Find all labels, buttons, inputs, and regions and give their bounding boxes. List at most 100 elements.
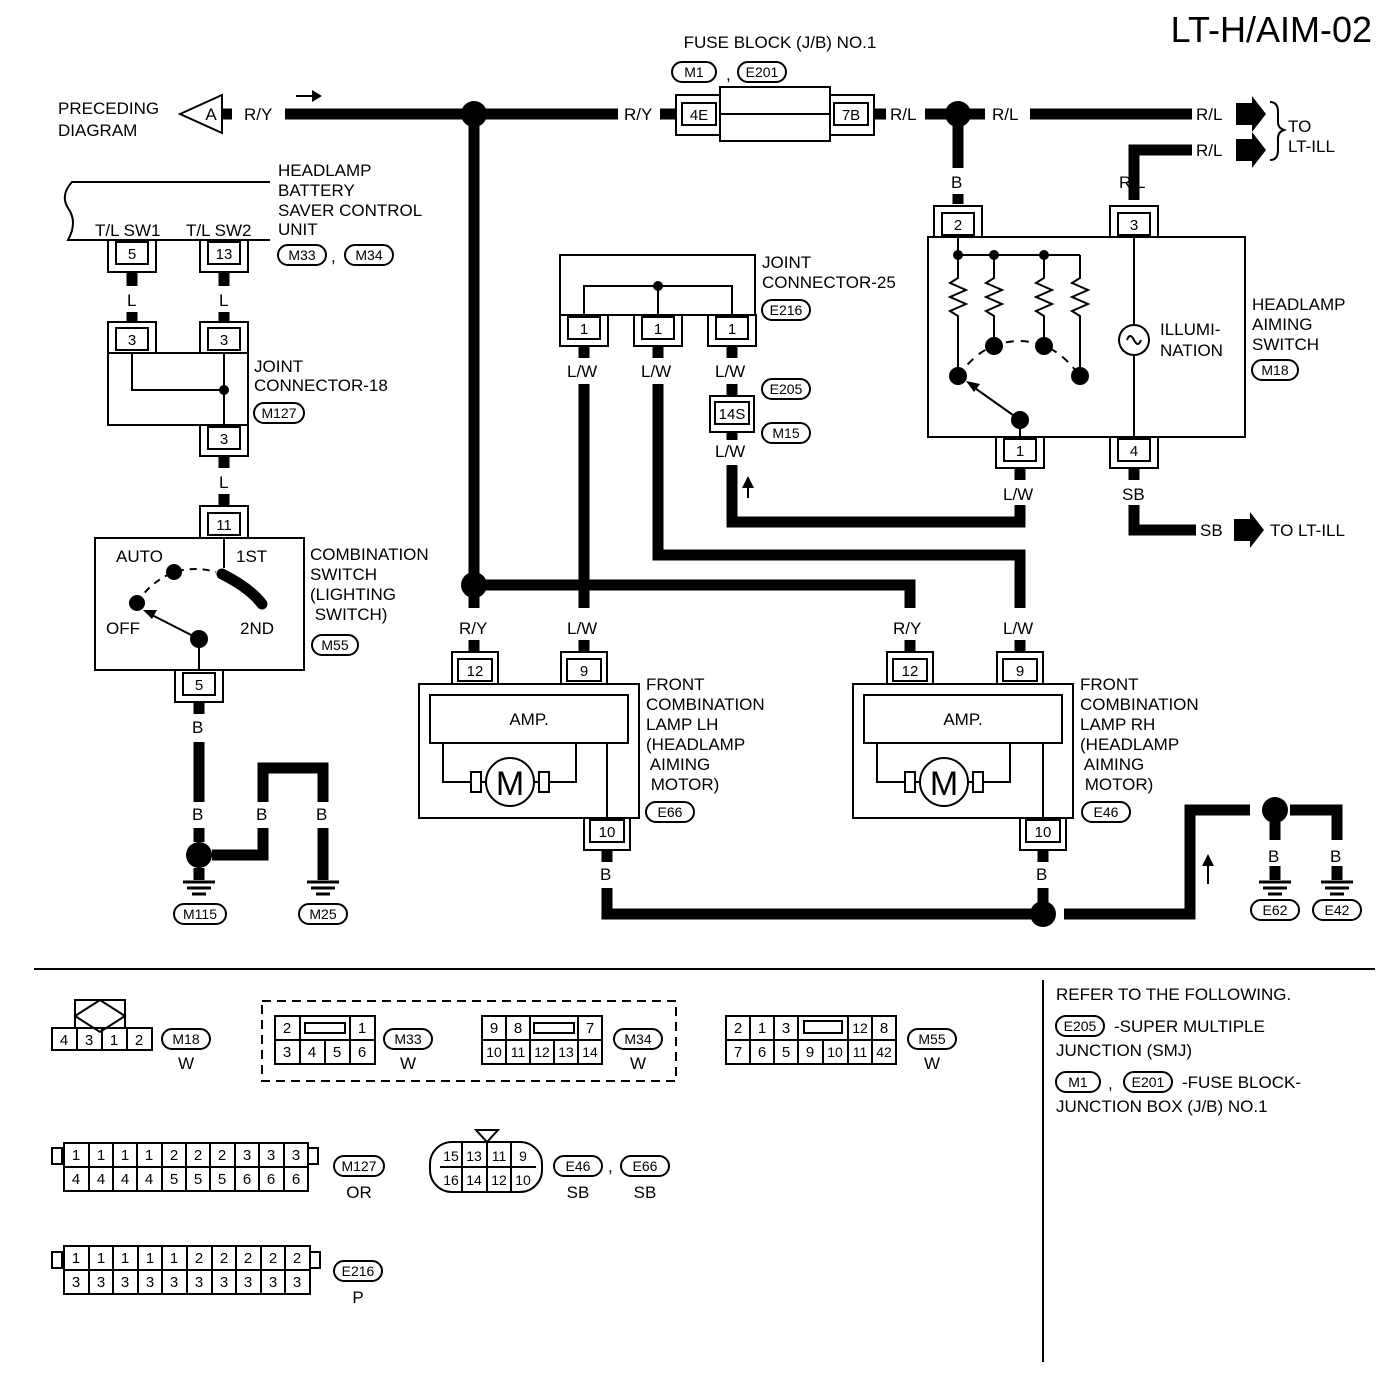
svg-text:R/L: R/L xyxy=(1196,105,1222,124)
svg-text:E205: E205 xyxy=(1064,1018,1097,1034)
svg-text:4: 4 xyxy=(97,1171,105,1188)
svg-text:E216: E216 xyxy=(342,1263,375,1279)
svg-text:L: L xyxy=(219,473,228,492)
svg-text:E66: E66 xyxy=(658,804,683,820)
svg-text:1: 1 xyxy=(121,1147,129,1164)
svg-text:3: 3 xyxy=(121,1274,129,1291)
svg-text:W: W xyxy=(178,1054,194,1073)
svg-text:3: 3 xyxy=(283,1044,291,1061)
svg-text:5: 5 xyxy=(218,1171,226,1188)
svg-text:L: L xyxy=(219,291,228,310)
svg-text:10: 10 xyxy=(827,1044,843,1060)
connector-face-m127: 1 1 1 1 2 2 2 3 3 3 4 4 4 4 5 5 5 6 6 6 … xyxy=(51,1142,385,1202)
svg-text:1: 1 xyxy=(1016,443,1024,460)
ground-id-e42: E42 xyxy=(1312,899,1362,921)
svg-text:M25: M25 xyxy=(309,906,336,922)
svg-text:3: 3 xyxy=(267,1147,275,1164)
svg-text:2: 2 xyxy=(194,1147,202,1164)
svg-text:AMP.: AMP. xyxy=(509,710,548,729)
svg-text:9: 9 xyxy=(1016,663,1024,680)
svg-text:1: 1 xyxy=(358,1020,366,1037)
svg-text:COMBINATION: COMBINATION xyxy=(646,695,765,714)
svg-text:5: 5 xyxy=(333,1044,341,1061)
svg-text:,: , xyxy=(331,247,336,266)
svg-text:16: 16 xyxy=(443,1172,459,1188)
junction-dot xyxy=(1030,901,1056,927)
svg-text:4E: 4E xyxy=(690,107,708,124)
wire-ry-label: R/Y xyxy=(244,105,272,124)
bracket xyxy=(1269,101,1288,161)
svg-text:MOTOR): MOTOR) xyxy=(646,775,719,794)
svg-text:3: 3 xyxy=(72,1274,80,1291)
svg-text:L/W: L/W xyxy=(715,362,745,381)
joint-connector-25: 1 1 1 xyxy=(559,254,757,347)
svg-text:2: 2 xyxy=(269,1250,277,1267)
svg-text:E216: E216 xyxy=(770,302,803,318)
svg-text:B: B xyxy=(316,805,327,824)
svg-text:E66: E66 xyxy=(633,1158,658,1174)
svg-text:7: 7 xyxy=(734,1044,742,1061)
svg-text:3: 3 xyxy=(85,1032,93,1049)
svg-text:M: M xyxy=(496,765,524,803)
svg-text:L/W: L/W xyxy=(641,362,671,381)
connector-face-m34: 9 8 7 10 11 12 13 14 M34 W xyxy=(481,1015,663,1073)
svg-text:R/Y: R/Y xyxy=(893,619,921,638)
svg-text:1: 1 xyxy=(121,1250,129,1267)
svg-text:R/Y: R/Y xyxy=(624,105,652,124)
headlamp-aiming-switch: 2 3 ILLUMI- NATION 1 4 xyxy=(927,205,1246,469)
svg-text:JOINT: JOINT xyxy=(254,357,303,376)
svg-text:E205: E205 xyxy=(770,381,803,397)
svg-text:1: 1 xyxy=(110,1032,118,1049)
ground-symbol-icon xyxy=(307,880,339,896)
svg-text:2: 2 xyxy=(244,1250,252,1267)
svg-text:SB: SB xyxy=(634,1183,657,1202)
svg-text:M1: M1 xyxy=(1068,1074,1088,1090)
svg-text:1: 1 xyxy=(654,321,662,338)
svg-text:3: 3 xyxy=(244,1274,252,1291)
ground-symbol-icon xyxy=(1259,880,1291,896)
svg-text:W: W xyxy=(400,1054,416,1073)
front-combination-lamp-lh: 12 9 AMP. M 10 xyxy=(418,651,640,851)
svg-text:1ST: 1ST xyxy=(236,547,267,566)
refer-heading: REFER TO THE FOLLOWING. xyxy=(1056,985,1291,1004)
refer-id-m1: M1 xyxy=(1055,1071,1101,1093)
svg-text:11: 11 xyxy=(216,517,232,534)
lamp-lh-id: E66 xyxy=(645,801,695,823)
svg-text:6: 6 xyxy=(358,1044,366,1061)
svg-text:13: 13 xyxy=(558,1044,574,1060)
svg-text:L: L xyxy=(127,291,136,310)
svg-text:3: 3 xyxy=(128,332,136,349)
ground-symbol-icon xyxy=(1321,880,1353,896)
svg-text:CONNECTOR-25: CONNECTOR-25 xyxy=(762,273,896,292)
svg-text:MOTOR): MOTOR) xyxy=(1080,775,1153,794)
preceding-label-1: PRECEDING xyxy=(58,99,159,118)
svg-text:A: A xyxy=(205,105,217,124)
arrow-right-icon xyxy=(1236,96,1266,132)
svg-text:JUNCTION (SMJ): JUNCTION (SMJ) xyxy=(1056,1041,1192,1060)
svg-text:11: 11 xyxy=(511,1044,526,1060)
svg-text:M115: M115 xyxy=(183,906,217,922)
svg-text:4: 4 xyxy=(1130,443,1138,460)
svg-text:M55: M55 xyxy=(918,1031,945,1047)
svg-text:SB: SB xyxy=(1122,485,1145,504)
svg-text:12: 12 xyxy=(467,663,484,680)
svg-text:B: B xyxy=(1330,847,1341,866)
svg-text:1: 1 xyxy=(145,1147,153,1164)
svg-text:6: 6 xyxy=(243,1171,251,1188)
svg-text:3: 3 xyxy=(195,1274,203,1291)
arrow-right-icon xyxy=(1236,132,1266,168)
svg-text:2: 2 xyxy=(734,1020,742,1037)
svg-text:9: 9 xyxy=(580,663,588,680)
svg-text:E201: E201 xyxy=(1132,1074,1165,1090)
svg-text:M127: M127 xyxy=(261,405,296,421)
svg-text:6: 6 xyxy=(267,1171,275,1188)
svg-text:3: 3 xyxy=(782,1020,790,1037)
svg-text:E62: E62 xyxy=(1263,902,1288,918)
svg-text:4: 4 xyxy=(72,1171,80,1188)
svg-text:L/W: L/W xyxy=(567,362,597,381)
svg-text:11: 11 xyxy=(853,1044,868,1060)
svg-text:HEADLAMP: HEADLAMP xyxy=(278,161,372,180)
svg-text:-SUPER MULTIPLE: -SUPER MULTIPLE xyxy=(1114,1017,1265,1036)
svg-text:6: 6 xyxy=(292,1171,300,1188)
svg-text:-FUSE BLOCK-: -FUSE BLOCK- xyxy=(1182,1073,1301,1092)
